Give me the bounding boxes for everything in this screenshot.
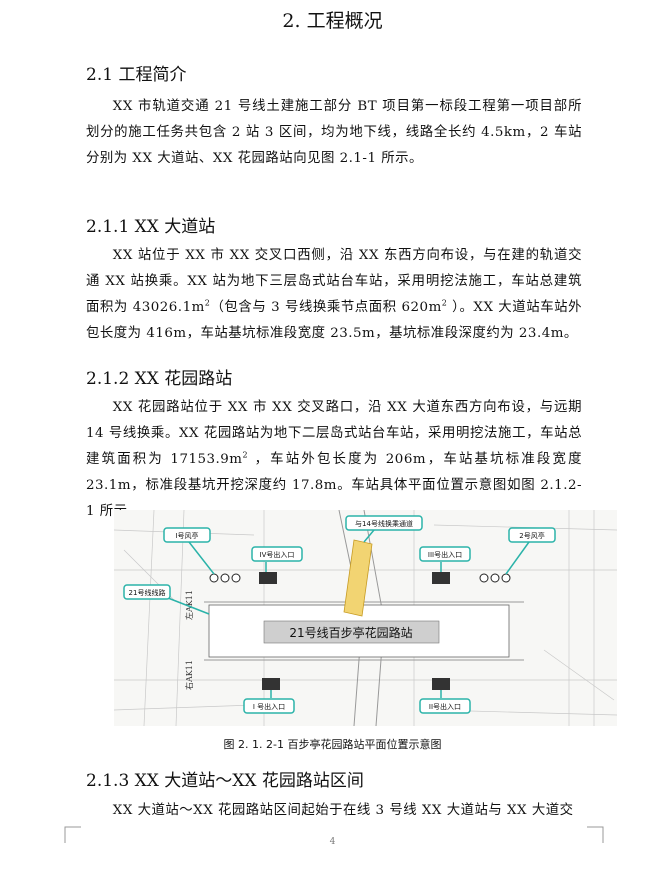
paragraph-2-1-2: XX 花园路站位于 XX 市 XX 交叉路口，沿 XX 大道东西方向布设，与远期…: [86, 395, 582, 525]
line: 为 XX 大道站、XX 花园路站向见图 2.1-1 所示。: [113, 151, 423, 166]
fan-shaft-symbols: [209, 573, 511, 583]
svg-text:I号风亭: I号风亭: [175, 531, 198, 540]
callout-exit4: IV号出入口: [251, 546, 303, 572]
callout-fan1: I号风亭: [163, 527, 215, 575]
chapter-heading: 2. 工程概况: [282, 10, 383, 32]
line: 建筑面积为 17153.9m: [86, 452, 243, 467]
callout-transfer: 与14号线换乘通道: [345, 515, 423, 543]
station-platform: [263, 620, 440, 644]
line: 面积为 43026.1m: [86, 300, 205, 315]
station-label: 21号线百步亭花园路站: [289, 625, 412, 640]
paragraph-2-1-1: XX 站位于 XX 市 XX 交叉口西侧，沿 XX 东西方向布设，与在建的轨道交…: [86, 243, 582, 347]
corner-mark-left: [64, 826, 81, 843]
exit-symbols: [259, 572, 450, 690]
line: ）。XX 大道站车站外包: [86, 300, 583, 341]
callout-line21: 21号线线路: [123, 584, 210, 615]
superscript: 2: [441, 298, 448, 308]
line: 长度为 416m，车站基坑标准段宽度 23.5m，基坑标准段深度约为 23.4m…: [99, 326, 578, 341]
callout-fan2: 2号风亭: [505, 527, 556, 575]
road-label-1: 左AK11: [184, 590, 194, 620]
line: 14 号线换乘。XX 花园路站为地下二层岛式站台车站，采用明挖法施工，车站总: [86, 426, 582, 441]
svg-text:与14号线换乘通道: 与14号线换乘通道: [355, 519, 413, 528]
page-number: 4: [329, 837, 336, 847]
line: 通 XX 站换乘。XX 站为地下三层岛式站台车站，采用明挖法施工，车站总建筑: [86, 274, 582, 289]
line: XX 大道站～XX 花园路站区间起始于在线 3 号线 XX 大道站与 XX 大道…: [112, 803, 574, 818]
section-title-2-1-1: 2.1.1 XX 大道站: [86, 217, 216, 237]
section-title-2-1: 2.1 工程简介: [86, 65, 187, 85]
superscript: 2: [204, 298, 211, 308]
svg-text:IV号出入口: IV号出入口: [260, 550, 295, 559]
line: XX 市轨道交通 21 号线土建施工部分 BT 项目第一标段工程第一项目部所划: [86, 99, 582, 140]
line: XX 站位于 XX 市 XX 交叉口西侧，沿 XX 东西方向布设，与在建的轨道交: [112, 248, 582, 263]
callouts: I号风亭 IV号出入口 与14号线换乘通道 III号出入口 2号风亭 21号线线…: [123, 515, 556, 714]
line: （包含与 3 号线换乘节点面积 620m: [210, 300, 442, 315]
svg-text:21号线线路: 21号线线路: [129, 588, 166, 597]
line: XX 花园路站位于 XX 市 XX 交叉路口，沿 XX 大道东西方向布设，与远期: [112, 400, 582, 415]
callout-exit1: I 号出入口: [243, 690, 295, 714]
svg-text:I 号出入口: I 号出入口: [253, 702, 285, 711]
line: ，车站外包长度为 206m，车站基坑标准段宽度 23.1m，: [86, 452, 582, 493]
svg-text:III号出入口: III号出入口: [428, 550, 462, 559]
callout-exit3: III号出入口: [419, 546, 471, 572]
line: 分的施工任务共包含 2 站 3 区间，均为地下线，线路全长约 4.5km，2 车…: [86, 125, 583, 166]
callout-exit2: II号出入口: [419, 690, 471, 714]
road-label-2: 右AK11: [184, 660, 194, 690]
superscript: 2: [242, 450, 249, 460]
paragraph-2-1-3: XX 大道站～XX 花园路站区间起始于在线 3 号线 XX 大道站与 XX 大道…: [86, 798, 582, 824]
figure-caption: 图 2. 1. 2-1 百步亭花园路站平面位置示意图: [223, 738, 442, 751]
corner-mark-right: [587, 826, 604, 843]
section-title-2-1-2: 2.1.2 XX 花园路站: [86, 369, 233, 389]
transfer-channel: [343, 539, 373, 617]
paragraph-2-1: XX 市轨道交通 21 号线土建施工部分 BT 项目第一标段工程第一项目部所划分…: [86, 94, 582, 172]
svg-text:2号风亭: 2号风亭: [519, 531, 544, 540]
section-title-2-1-3: 2.1.3 XX 大道站～XX 花园路站区间: [86, 771, 364, 791]
svg-text:II号出入口: II号出入口: [429, 702, 461, 711]
station-plan-figure: 21号线百步亭花园路站 左AK11 右AK11 I号风亭 IV号出入口 与14号…: [114, 510, 617, 726]
